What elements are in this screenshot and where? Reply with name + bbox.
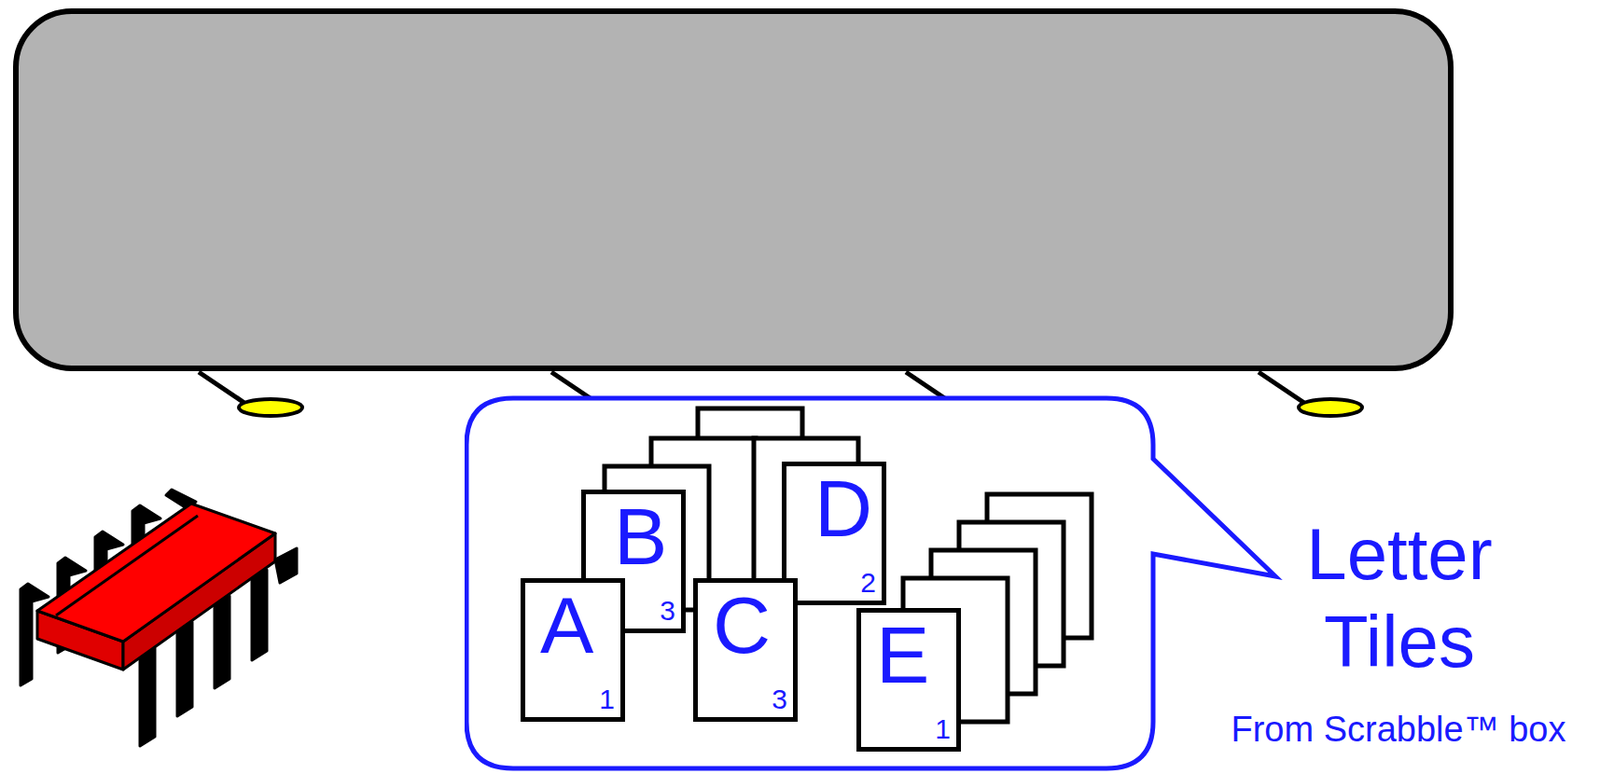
chip-icon — [20, 489, 297, 747]
letter-tile: E1 — [856, 608, 961, 752]
tile-letter: A — [540, 584, 594, 666]
callout-title: Letter Tiles — [1250, 511, 1549, 686]
callout-subtitle: From Scrabble™ box — [1230, 710, 1566, 751]
tile-letter: B — [613, 496, 668, 577]
tile-value: 2 — [860, 569, 877, 598]
tile-letter: D — [814, 468, 873, 549]
callout-bubble: Letter TilesFrom Scrabble™ boxB3D2C3A1E1 — [464, 391, 1600, 774]
callout-shape — [466, 398, 1276, 769]
tile-value: 1 — [934, 715, 951, 744]
tile-letter: E — [876, 614, 930, 696]
tile-letter: C — [712, 584, 771, 666]
device-box — [15, 11, 1451, 417]
letter-tile: C3 — [693, 578, 798, 723]
tile-value: 3 — [771, 685, 788, 714]
letter-tile: A1 — [520, 578, 626, 723]
tile-value: 1 — [598, 685, 615, 714]
tile-value: 3 — [659, 597, 676, 626]
